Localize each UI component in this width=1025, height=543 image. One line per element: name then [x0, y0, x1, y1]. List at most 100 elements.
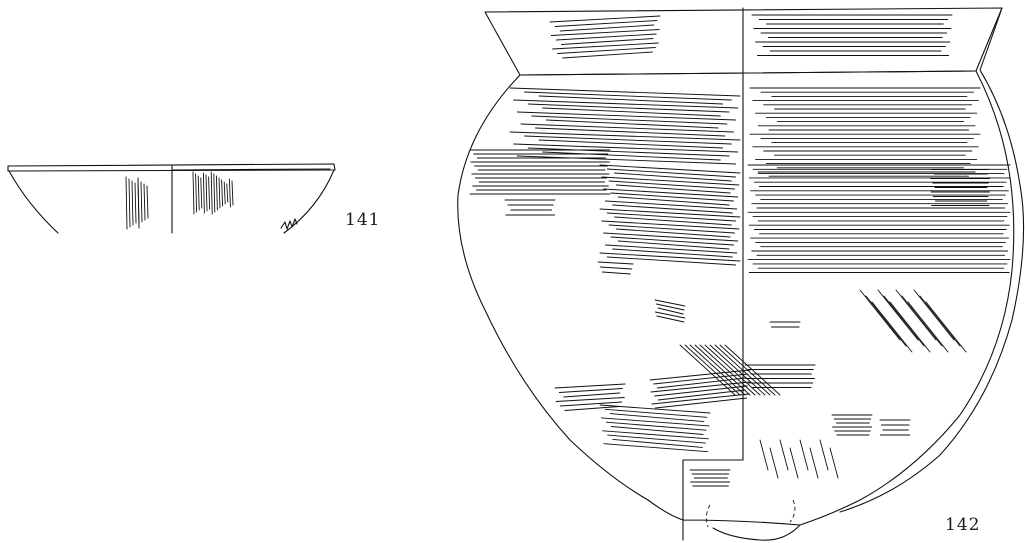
vessel-142-hatch-stroke [600, 209, 740, 217]
vessel-142-hatch-stroke [680, 345, 735, 395]
vessel-142-hatch-stroke [600, 405, 710, 413]
vessel-141-hatch-stroke [229, 179, 230, 207]
vessel-141-left-profile [9, 171, 58, 233]
vessel-142-hatch-stroke [618, 241, 729, 249]
vessel-141-hatch-stroke [216, 176, 217, 210]
vessel-141-right-profile [284, 170, 334, 233]
vessel-142-hatch-stroke [613, 439, 703, 447]
vessel-141-hatch-stroke [227, 184, 228, 202]
vessel-142-hatch-stroke [600, 165, 740, 173]
vessel-142-drawing [458, 8, 1024, 540]
vessel-142-hatch-stroke [543, 152, 721, 160]
vessel-142-hatch-stroke [546, 120, 718, 128]
vessel-142-hatch-stroke [606, 422, 706, 430]
vessel-141-hatch-stroke [201, 178, 202, 208]
vessel-142-hatch-stroke [609, 181, 734, 189]
vessel-142-hatch-stroke [616, 229, 730, 237]
vessel-141-hatch-stroke [224, 182, 225, 204]
vessel-142-hatch-stroke [514, 100, 738, 108]
vessel-142-surface-hatching [470, 15, 1010, 486]
vessel-141-hatch-stroke [144, 184, 145, 220]
vessel-142-hatch-stroke [602, 221, 739, 229]
vessel-142-hatch-stroke [780, 440, 788, 470]
vessel-142-hatch-stroke [610, 414, 704, 422]
vessel-141-hatch-stroke [132, 181, 133, 225]
vessel-142-hatch-stroke [564, 393, 620, 397]
vessel-142-hatch-stroke [890, 302, 930, 352]
vessel-141-drawing [8, 164, 335, 233]
vessel-142-hatch-stroke [517, 112, 735, 120]
figure-number-142: 142 [945, 517, 980, 534]
vessel-142-hatch-stroke [605, 201, 736, 209]
vessel-141-hatch-stroke [214, 174, 215, 212]
vessel-142-hatch-stroke [535, 128, 724, 136]
vessel-142-hatch-stroke [528, 104, 729, 112]
vessel-141-hatch-stroke [193, 172, 194, 214]
vessel-142-hatch-stroke [543, 108, 721, 116]
vessel-141-surface-hatching [126, 172, 233, 229]
vessel-142-hatch-stroke [860, 290, 900, 340]
vessel-142-hatch-stroke [607, 213, 735, 221]
vessel-141-hatch-stroke [135, 183, 136, 223]
vessel-142-hatch-stroke [600, 253, 740, 261]
vessel-142-hatch-stroke [878, 290, 918, 340]
vessel-141-hatch-stroke [206, 175, 207, 211]
vessel-142-hatch-stroke [559, 389, 622, 393]
vessel-142-neck-profile [980, 8, 1020, 185]
vessel-142-hatch-stroke [525, 136, 732, 144]
vessel-142-hatch-stroke [800, 440, 808, 470]
vessel-142-hatch-stroke [563, 52, 653, 58]
vessel-142-hatch-stroke [561, 39, 653, 45]
vessel-142-base [648, 500, 800, 540]
vessel-142-hatch-stroke [770, 448, 778, 478]
vessel-142-hatch-stroke [510, 132, 740, 140]
vessel-142-hatch-stroke [616, 185, 730, 193]
vessel-142-hatch-stroke [532, 116, 727, 124]
vessel-142-hatch-stroke [525, 92, 732, 100]
vessel-142-hatch-stroke [602, 177, 739, 185]
vessel-142-hatch-stroke [528, 148, 729, 156]
vessel-142-hatch-stroke [601, 418, 709, 426]
vessel-142-hatch-stroke [618, 197, 729, 205]
vessel-142-section-line [683, 8, 743, 540]
vessel-141-hatch-stroke [138, 180, 139, 224]
vessel-141-hatch-stroke [147, 186, 148, 218]
vessel-142-hatch-stroke [611, 193, 734, 201]
vessel-141-hatch-stroke [209, 177, 210, 209]
vessel-141-hatch-stroke [222, 180, 223, 206]
vessel-142-hatch-stroke [884, 296, 924, 346]
vessel-141-hatch-stroke [196, 174, 197, 212]
vessel-142-hatch-stroke [521, 124, 734, 132]
vessel-142-hatch-stroke [896, 290, 936, 340]
figure-number-141: 141 [345, 212, 380, 229]
vessel-142-hatch-stroke [604, 444, 708, 452]
vessel-142-hatch-stroke [598, 262, 633, 264]
vessel-142-hatch-stroke [517, 156, 735, 164]
vessel-142-hatch-stroke [539, 140, 722, 148]
vessel-142-hatch-stroke [608, 435, 706, 443]
vessel-142-hatch-stroke [539, 96, 722, 104]
vessel-142-hatch-stroke [613, 205, 733, 213]
vessel-141-hatch-stroke [232, 181, 233, 205]
vessel-142-hatch-stroke [760, 440, 768, 470]
vessel-142-hatch-stroke [604, 189, 738, 197]
vessel-142-hatch-stroke [514, 144, 738, 152]
vessel-142-hatch-stroke [902, 296, 942, 346]
vessel-142-hatch-stroke [914, 290, 954, 340]
vessel-141-hatch-stroke [126, 177, 127, 229]
vessel-142-hatch-stroke [555, 384, 625, 388]
vessel-142-hatch-stroke [695, 345, 750, 395]
vessel-142-hatch-stroke [605, 245, 736, 253]
vessel-142-hatch-stroke [560, 25, 654, 31]
vessel-142-hatch-stroke [510, 88, 740, 96]
vessel-142-hatch-stroke [611, 237, 734, 245]
vessel-142-hatch-stroke [609, 225, 734, 233]
vessel-141-hatch-stroke [129, 179, 130, 227]
vessel-141-hatch-stroke [219, 178, 220, 208]
vessel-142-hatch-stroke [926, 302, 966, 352]
vessel-142-hatch-stroke [615, 217, 732, 225]
vessel-142-hatch-stroke [602, 272, 630, 274]
vessel-141-hatch-stroke [198, 176, 199, 210]
vessel-142-hatch-stroke [830, 448, 838, 478]
